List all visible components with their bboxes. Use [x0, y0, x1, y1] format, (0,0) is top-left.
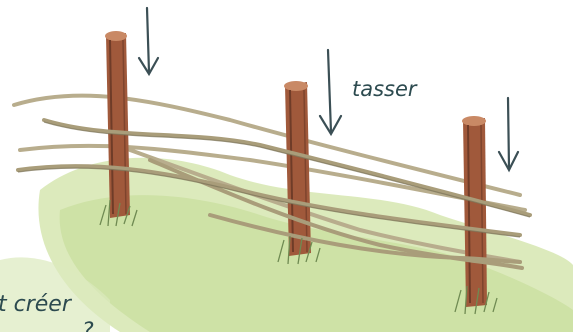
- wicker-rods-front: [16, 118, 532, 270]
- down-arrow-icon: [137, 6, 160, 77]
- grass-tufts: [99, 199, 498, 315]
- down-arrow-icon: [318, 48, 343, 137]
- down-arrow-icon: [497, 96, 520, 173]
- bottom-text-line-2: …?: [60, 319, 94, 332]
- stake-left: [105, 31, 130, 218]
- stake-middle: [284, 81, 311, 256]
- wicker-shadows: [17, 121, 531, 238]
- stake-right: [462, 116, 487, 307]
- grass-ground: [0, 157, 573, 332]
- tamp-label: tasser: [352, 77, 418, 101]
- bottom-text-line-1: t créer: [0, 292, 73, 317]
